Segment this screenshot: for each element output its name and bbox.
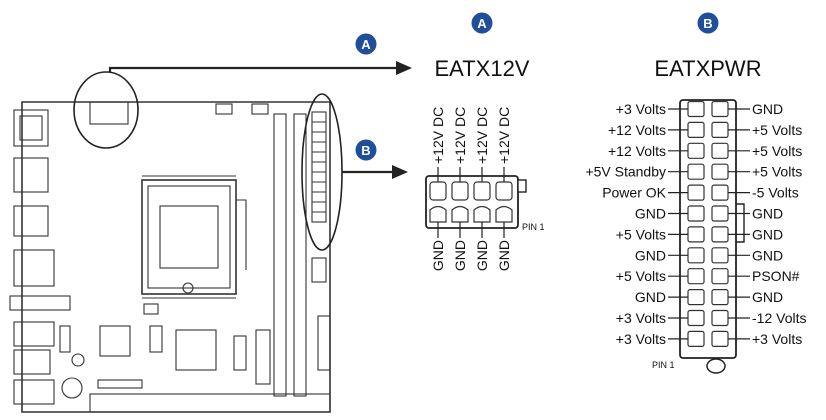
eatx12v-pin-top — [473, 181, 491, 201]
eatxpwr-title: EATXPWR — [654, 56, 761, 81]
eatxpwr-pin-right — [711, 330, 729, 347]
eatx12v-bottom-label: GND — [452, 240, 468, 271]
eatxpwr-pin1-label: PIN 1 — [652, 360, 675, 370]
eatx12v-bottom-label: GND — [430, 240, 446, 271]
svg-text:B: B — [361, 143, 370, 158]
eatxpwr-pin-right — [711, 142, 729, 159]
eatx12v-pin-top — [451, 181, 469, 201]
eatxpwr-left-label: +12 Volts — [608, 143, 666, 159]
eatxpwr-right-label: +5 Volts — [752, 122, 802, 138]
eatxpwr-pin-left — [687, 309, 705, 327]
eatxpwr-pin-right — [711, 100, 729, 118]
eatxpwr-right-label: GND — [752, 289, 783, 305]
eatx12v-pin-bottom — [451, 205, 469, 223]
eatxpwr-pin-left — [687, 205, 705, 222]
eatx12v-top-label: +12V DC — [474, 107, 490, 164]
eatx12v-connector — [425, 175, 527, 229]
eatxpwr-left-label: +12 Volts — [608, 122, 666, 138]
eatxpwr-left-label: +5V Standby — [585, 164, 666, 180]
eatx12v-top-labels: +12V DC +12V DC +12V DC +12V DC — [430, 107, 512, 182]
eatxpwr-pin-left — [687, 163, 705, 180]
eatxpwr-left-label: Power OK — [602, 185, 666, 201]
eatxpwr-pin-right — [711, 268, 729, 285]
svg-text:A: A — [361, 37, 371, 52]
motherboard-illustration — [9, 101, 331, 413]
eatxpwr-left-label: GND — [635, 289, 666, 305]
eatxpwr-left-label: +3 Volts — [616, 331, 666, 347]
eatxpwr-pin-left — [687, 289, 705, 306]
eatxpwr-right-label: PSON# — [752, 268, 800, 284]
eatxpwr-pin-left — [687, 247, 705, 264]
eatx12v-top-label: +12V DC — [496, 107, 512, 164]
eatxpwr-left-label: +5 Volts — [616, 226, 666, 242]
eatxpwr-right-label: GND — [752, 247, 783, 263]
arrow-b-head — [392, 165, 408, 179]
badge-b-main: B — [355, 139, 377, 161]
eatxpwr-right-label: +3 Volts — [752, 331, 802, 347]
eatxpwr-left-labels: +3 Volts +12 Volts +12 Volts +5V StandbyPow… — [585, 101, 688, 347]
badge-a-header: A — [471, 12, 493, 34]
eatxpwr-pin-right — [711, 226, 729, 243]
eatxpwr-pin-right — [711, 309, 729, 327]
eatx12v-pin-bottom — [473, 205, 491, 223]
eatx12v-pin-top — [495, 181, 513, 201]
eatxpwr-connector — [679, 99, 745, 374]
arrow-a-head — [396, 61, 412, 75]
eatxpwr-pin-right — [711, 121, 729, 139]
svg-text:A: A — [477, 16, 487, 31]
eatxpwr-left-label: +3 Volts — [616, 310, 666, 326]
eatxpwr-right-label: GND — [752, 101, 783, 117]
eatx12v-bottom-label: GND — [496, 240, 512, 271]
eatx12v-bottom-labels: GND GND GND GND — [430, 222, 512, 271]
svg-text:B: B — [703, 16, 712, 31]
eatxpwr-pin-right — [711, 205, 729, 222]
eatx12v-top-label: +12V DC — [452, 107, 468, 164]
eatxpwr-right-label: GND — [752, 226, 783, 242]
eatxpwr-right-label: GND — [752, 206, 783, 222]
eatxpwr-pin-right — [711, 163, 729, 180]
badge-b-header: B — [697, 12, 719, 34]
eatxpwr-pin-left — [687, 268, 705, 285]
eatxpwr-left-label: +5 Volts — [616, 268, 666, 284]
eatx12v-highlight — [73, 71, 139, 149]
arrow-a — [108, 66, 396, 72]
eatxpwr-right-label: +5 Volts — [752, 164, 802, 180]
eatxpwr-left-label: +3 Volts — [616, 101, 666, 117]
eatxpwr-pin-left — [687, 330, 705, 347]
eatxpwr-pin-left — [687, 142, 705, 159]
eatx12v-bottom-label: GND — [474, 240, 490, 271]
eatxpwr-right-label: -12 Volts — [752, 310, 806, 326]
eatxpwr-right-label: +5 Volts — [752, 143, 802, 159]
eatx12v-pin1-label: PIN 1 — [522, 222, 545, 232]
eatxpwr-pin-left — [687, 100, 705, 118]
eatxpwr-right-label: -5 Volts — [752, 185, 799, 201]
eatxpwr-pin-left — [687, 121, 705, 139]
badge-a-main: A — [355, 33, 377, 55]
eatxpwr-right-labels: GND+5 Volts+5 Volts+5 Volts-5 VoltsGNDGN… — [728, 101, 806, 347]
eatxpwr-left-label: GND — [635, 206, 666, 222]
eatx12v-title: EATX12V — [435, 56, 530, 81]
eatxpwr-pin-right — [711, 289, 729, 306]
eatxpwr-pin-left — [687, 226, 705, 243]
eatx12v-pin-bottom — [495, 205, 513, 223]
eatxpwr-pin-right — [711, 247, 729, 264]
eatxpwr-pin-right — [711, 184, 729, 201]
eatx12v-pin-top — [429, 181, 447, 201]
eatx12v-pin-bottom — [429, 205, 447, 223]
eatxpwr-left-label: GND — [635, 247, 666, 263]
eatxpwr-pin-left — [687, 184, 705, 201]
eatx12v-top-label: +12V DC — [430, 107, 446, 164]
